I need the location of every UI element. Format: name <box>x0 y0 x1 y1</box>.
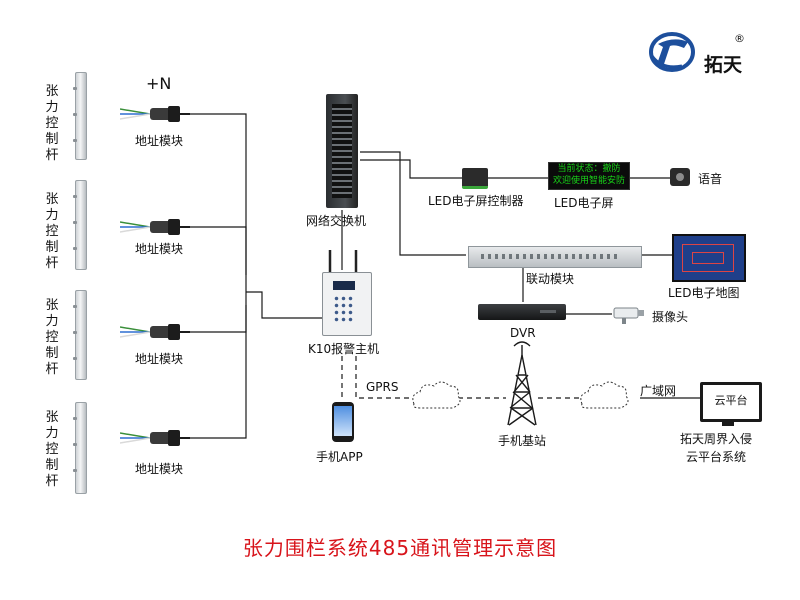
led-display-line1: 当前状态：撤防 <box>557 164 621 174</box>
address-module-icon <box>120 430 190 446</box>
mobile-app-label: 手机APP <box>316 450 363 464</box>
base-station-tower-icon <box>507 341 537 426</box>
address-module-icon <box>120 219 190 235</box>
cloud-platform-screen-text: 云平台 <box>714 394 748 407</box>
wire-module-1 <box>188 113 247 192</box>
wan-label: 广域网 <box>640 384 677 398</box>
registered-mark: ® <box>734 32 745 45</box>
pole-label: 张力控制杆 <box>45 410 59 489</box>
led-display-line2: 欢迎使用智能安防 <box>552 176 625 186</box>
wire-switch-linkage <box>360 151 466 256</box>
plus-n-label: +N <box>146 74 172 93</box>
pole-label: 张力控制杆 <box>45 298 59 377</box>
address-module-icon <box>120 106 190 122</box>
logo-emblem-icon <box>649 32 695 72</box>
led-screen-label: LED电子屏 <box>554 196 614 210</box>
gprs-label: GPRS <box>366 380 399 394</box>
monitor-stand-icon <box>722 420 734 426</box>
led-map-label: LED电子地图 <box>668 286 740 300</box>
alarm-host-label: K10报警主机 <box>308 342 380 356</box>
wire-module-2 <box>188 226 247 275</box>
address-module-label: 地址模块 <box>135 242 184 256</box>
diagram-caption: 张力围栏系统485通讯管理示意图 <box>242 536 558 560</box>
dvr-label: DVR <box>510 326 536 340</box>
pole-label: 张力控制杆 <box>45 192 59 271</box>
led-screen-display: 当前状态：撤防 欢迎使用智能安防 <box>548 162 630 190</box>
wire-switch-led-controller <box>360 159 462 179</box>
tension-pole <box>73 402 87 494</box>
network-switch-icon <box>326 94 358 208</box>
address-module-label: 地址模块 <box>135 462 184 476</box>
wire-module-4 <box>188 392 247 439</box>
tension-pole <box>73 72 87 160</box>
speaker-icon <box>670 168 690 186</box>
logo: 拓天 ® <box>648 28 760 78</box>
camera-label: 摄像头 <box>652 310 689 324</box>
wire-module-3 <box>188 305 247 333</box>
led-controller-label: LED电子屏控制器 <box>428 194 524 208</box>
monitor-icon: 云平台 <box>700 382 762 422</box>
speaker-label: 语音 <box>698 172 723 186</box>
alarm-host-icon <box>322 272 372 336</box>
address-module-label: 地址模块 <box>135 352 184 366</box>
tension-pole <box>73 290 87 380</box>
base-station-label: 手机基站 <box>498 434 547 448</box>
camera-icon <box>613 307 644 324</box>
mobile-phone-icon <box>332 402 354 442</box>
cloud-system-label-1: 拓天周界入侵 <box>680 432 753 446</box>
antenna-icon <box>328 250 358 272</box>
address-module-icon <box>120 324 190 340</box>
wire-bus-to-host <box>246 291 322 319</box>
tension-pole <box>73 180 87 270</box>
logo-brand: 拓天 <box>704 54 743 76</box>
linkage-module-icon <box>468 246 642 268</box>
linkage-module-label: 联动模块 <box>526 272 575 286</box>
network-switch-label: 网络交换机 <box>306 214 367 228</box>
gprs-cloud-icon <box>412 381 461 409</box>
wan-cloud-icon <box>580 381 629 409</box>
led-map-icon <box>672 234 746 282</box>
link-host-gprs <box>355 356 412 399</box>
led-controller-icon <box>462 168 488 189</box>
pole-label: 张力控制杆 <box>45 84 59 163</box>
address-module-label: 地址模块 <box>135 134 184 148</box>
dvr-icon <box>478 304 566 320</box>
cloud-system-label-2: 云平台系统 <box>686 450 747 464</box>
